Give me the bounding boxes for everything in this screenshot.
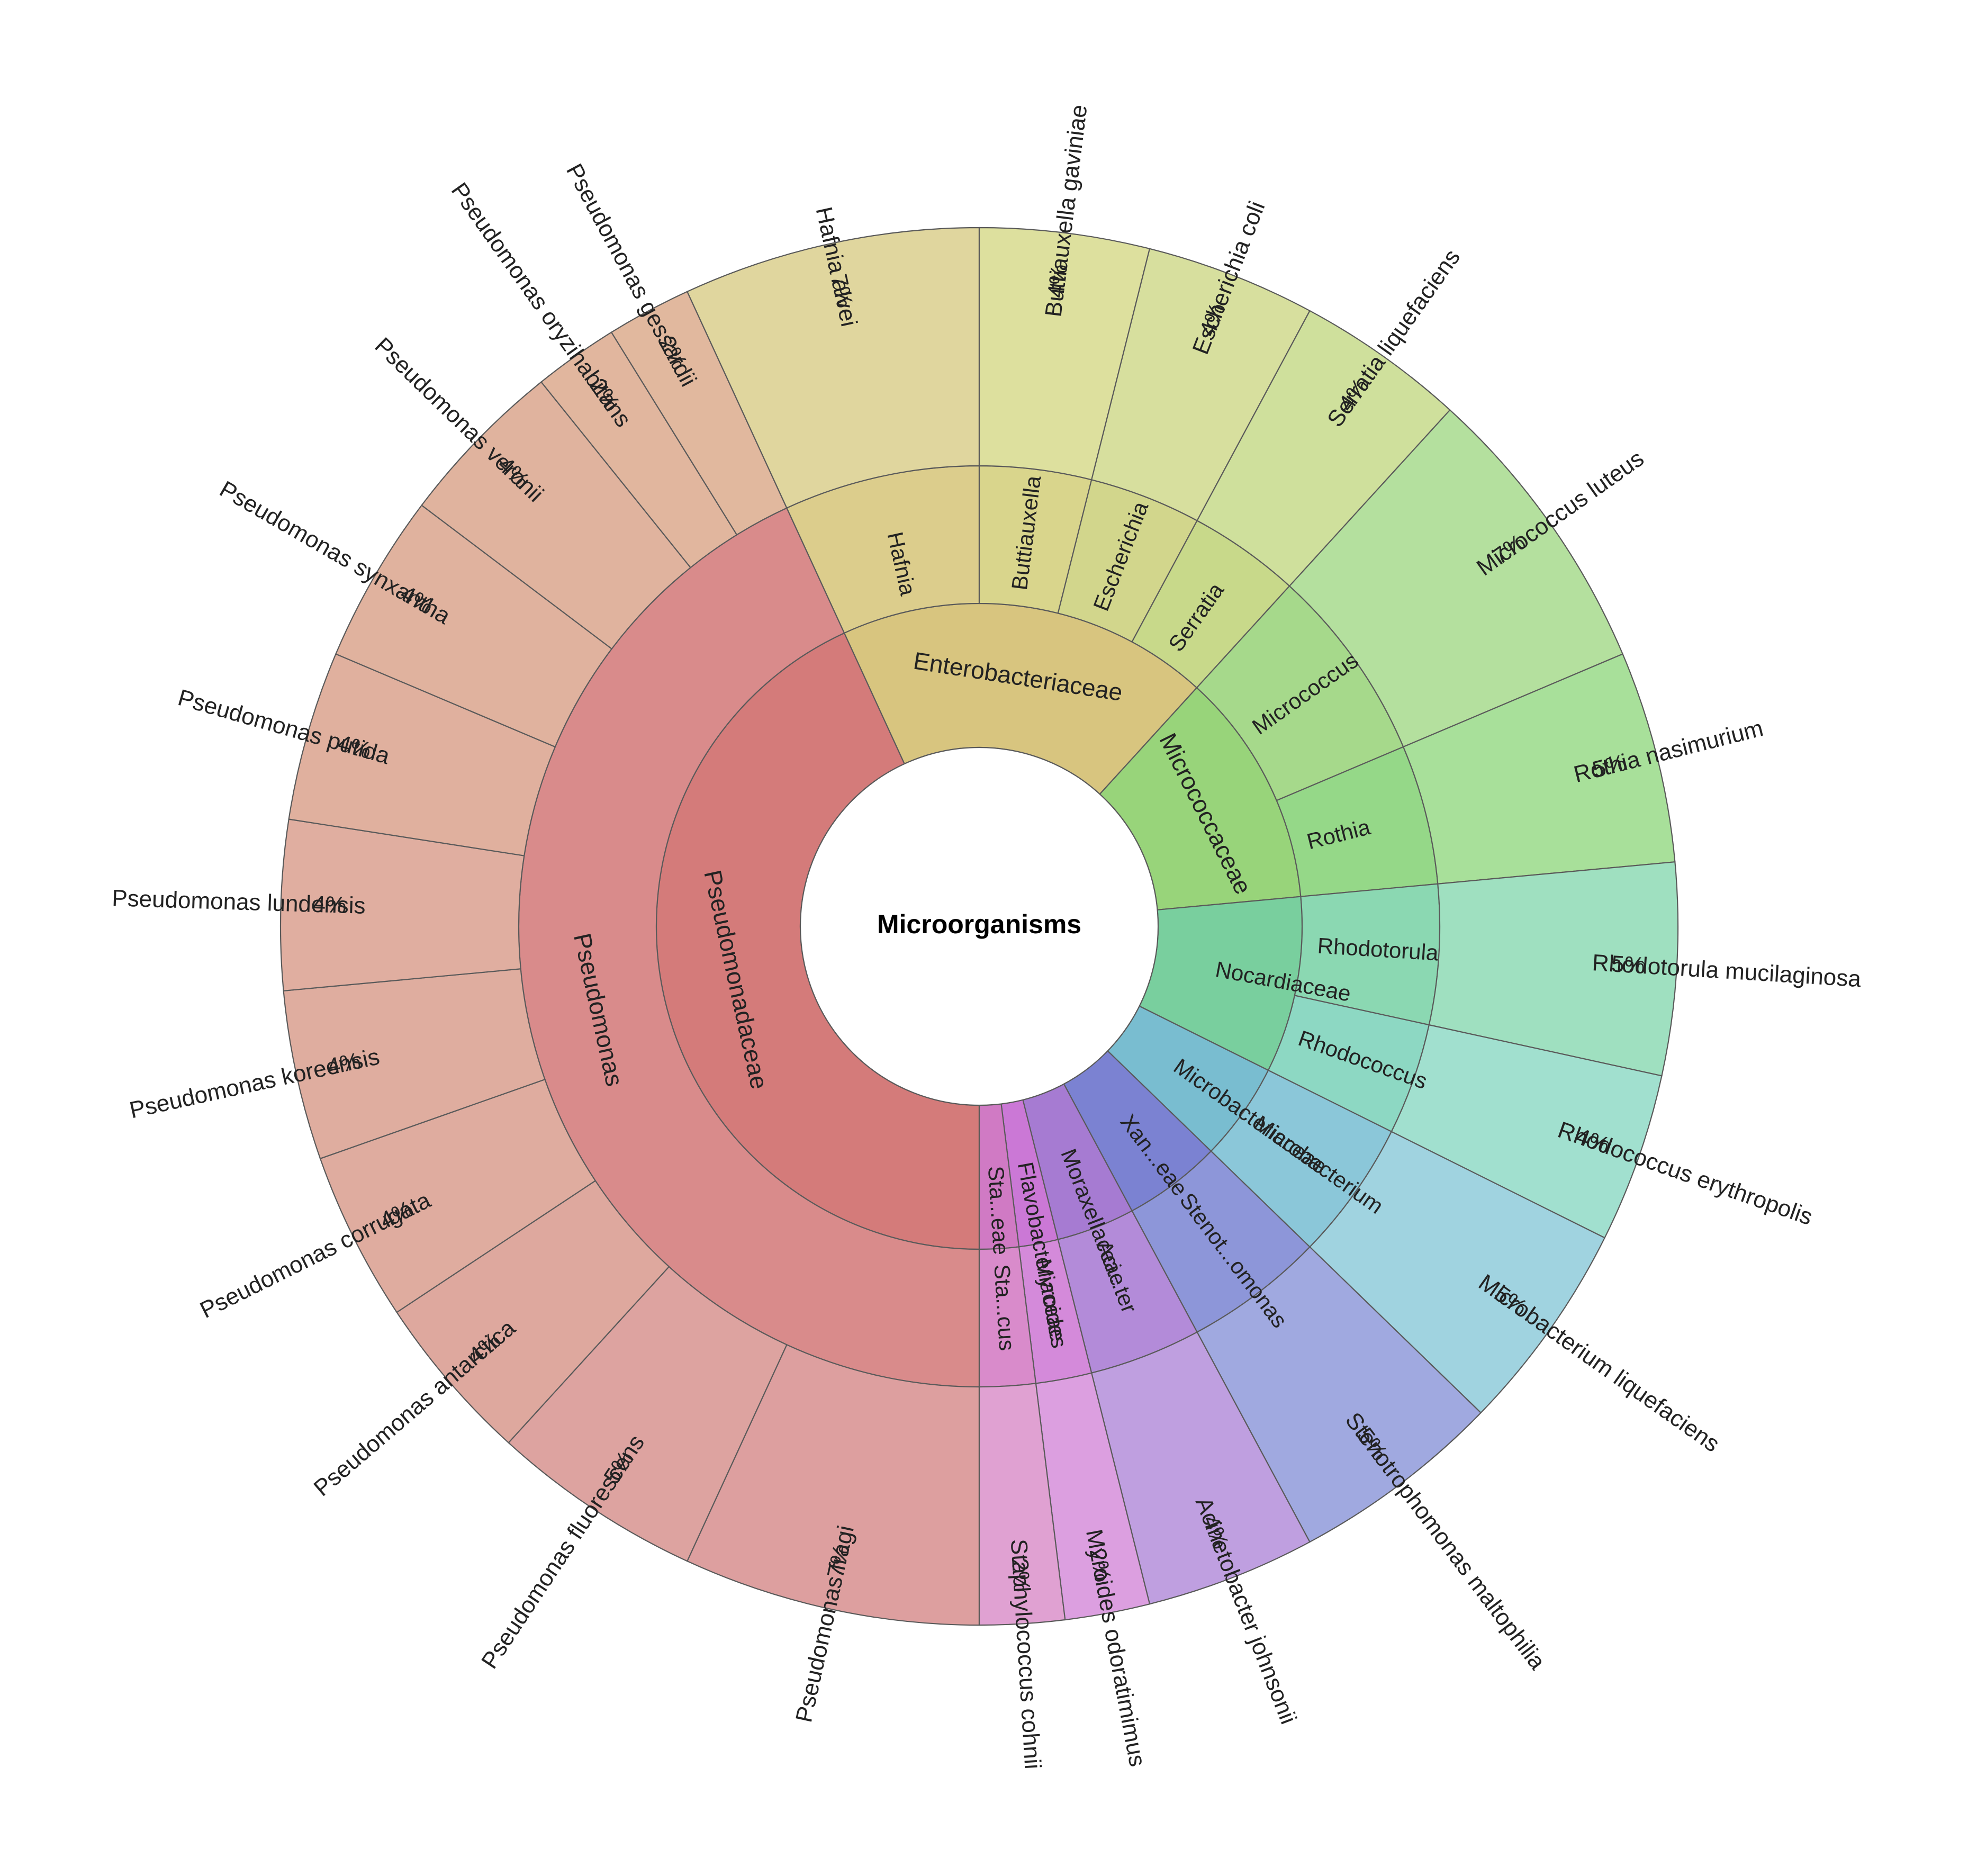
genus-label-sta-cus: Sta...cus	[989, 1264, 1019, 1351]
species-value-pseudomonas-lundensis: 4%	[312, 891, 347, 918]
species-value-buttiauxella-gaviniae: 4%	[1043, 263, 1072, 299]
species-value-staphylococcus-cohnii: 2%	[1007, 1557, 1035, 1592]
center-title: Microorganisms	[877, 909, 1081, 939]
species-segment-staphylococcus-cohnii	[978, 1383, 1066, 1626]
species-value-rhodotorula-mucilaginosa: 5%	[1611, 951, 1646, 979]
sunburst-rings	[279, 227, 1679, 1626]
center-hole	[799, 746, 1159, 1106]
family-label-sta-eae: Sta...eae	[983, 1165, 1014, 1256]
species-value-myroides-odoratimimus: 2%	[1085, 1546, 1116, 1584]
